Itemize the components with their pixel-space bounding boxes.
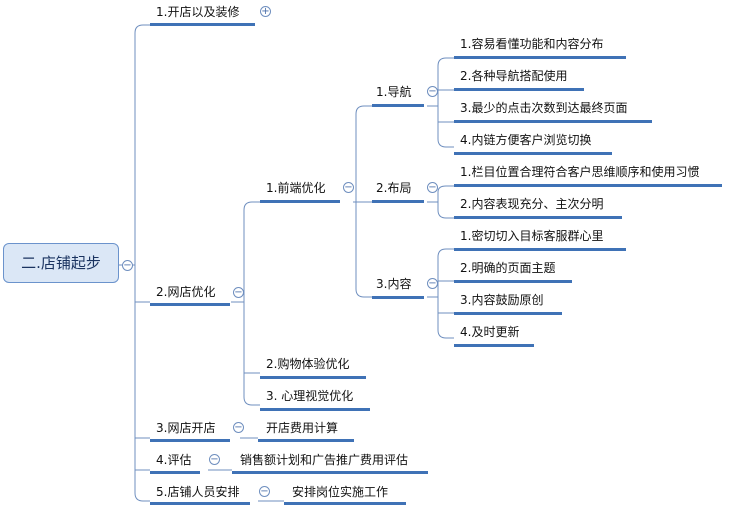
frontend-underline <box>260 200 340 203</box>
branch-underline-3 <box>150 439 230 442</box>
branch-4-child[interactable]: 销售额计划和广告推广费用评估 <box>240 453 409 467</box>
branch-node-2[interactable]: 2.网店优化 <box>156 285 216 299</box>
nav-item-underline-2 <box>454 88 584 91</box>
nav-item-underline-3 <box>454 120 652 123</box>
branch-node-1[interactable]: 1.开店以及装修 <box>156 5 240 19</box>
content-item-underline-3 <box>454 312 562 315</box>
branch-node-4[interactable]: 4.评估 <box>156 453 192 467</box>
nav-item-underline-4 <box>454 152 612 155</box>
content-item-4[interactable]: 4.及时更新 <box>460 325 520 339</box>
branch-underline-2 <box>150 303 230 306</box>
nav-item-2[interactable]: 2.各种导航搭配使用 <box>460 69 568 83</box>
collapse-icon[interactable]: − <box>427 86 438 97</box>
branch-underline-1 <box>150 23 255 26</box>
content-item-underline-4 <box>454 344 534 347</box>
nav-item-1[interactable]: 1.容易看懂功能和内容分布 <box>460 37 604 51</box>
content-item-1[interactable]: 1.密切切入目标客服群心里 <box>460 229 604 243</box>
frontend-node[interactable]: 1.前端优化 <box>266 181 326 195</box>
branch-5-child[interactable]: 安排岗位实施工作 <box>292 485 389 499</box>
nav-item-underline-1 <box>454 56 626 59</box>
layout-underline <box>372 200 424 203</box>
branch-node-3[interactable]: 3.网店开店 <box>156 421 216 435</box>
branch-5-child-underline <box>284 502 406 505</box>
layout-node[interactable]: 2.布局 <box>376 181 412 195</box>
root-node[interactable]: 二.店铺起步 <box>3 243 119 283</box>
collapse-icon[interactable]: − <box>343 182 354 193</box>
shopping-node[interactable]: 2.购物体验优化 <box>266 357 350 371</box>
collapse-icon[interactable]: − <box>427 182 438 193</box>
layout-item-underline-2 <box>454 216 622 219</box>
collapse-icon[interactable]: − <box>427 278 438 289</box>
branch-underline-4 <box>150 471 200 474</box>
collapse-icon[interactable]: − <box>122 260 133 271</box>
layout-item-2[interactable]: 2.内容表现充分、主次分明 <box>460 197 604 211</box>
nav-underline <box>372 104 424 107</box>
collapse-icon[interactable]: − <box>259 486 270 497</box>
visual-node[interactable]: 3. 心理视觉优化 <box>266 389 354 403</box>
content-node[interactable]: 3.内容 <box>376 277 412 291</box>
branch-underline-5 <box>150 502 250 505</box>
visual-underline <box>260 408 370 411</box>
branch-node-5[interactable]: 5.店铺人员安排 <box>156 485 240 499</box>
collapse-icon[interactable]: − <box>233 422 244 433</box>
layout-item-1[interactable]: 1.栏目位置合理符合客户思维顺序和使用习惯 <box>460 165 700 179</box>
nav-node[interactable]: 1.导航 <box>376 85 412 99</box>
nav-item-4[interactable]: 4.内链方便客户浏览切换 <box>460 133 592 147</box>
branch-3-child-underline <box>258 439 354 442</box>
content-item-3[interactable]: 3.内容鼓励原创 <box>460 293 544 307</box>
layout-item-underline-1 <box>454 184 722 187</box>
branch-4-child-underline <box>232 471 428 474</box>
shopping-underline <box>260 376 366 379</box>
content-item-underline-1 <box>454 248 626 251</box>
expand-icon[interactable]: + <box>260 6 271 17</box>
collapse-icon[interactable]: − <box>209 454 220 465</box>
content-underline <box>372 296 424 299</box>
branch-3-child[interactable]: 开店费用计算 <box>266 421 339 435</box>
content-item-2[interactable]: 2.明确的页面主题 <box>460 261 556 275</box>
collapse-icon[interactable]: − <box>233 287 244 298</box>
content-item-underline-2 <box>454 280 572 283</box>
nav-item-3[interactable]: 3.最少的点击次数到达最终页面 <box>460 101 628 115</box>
